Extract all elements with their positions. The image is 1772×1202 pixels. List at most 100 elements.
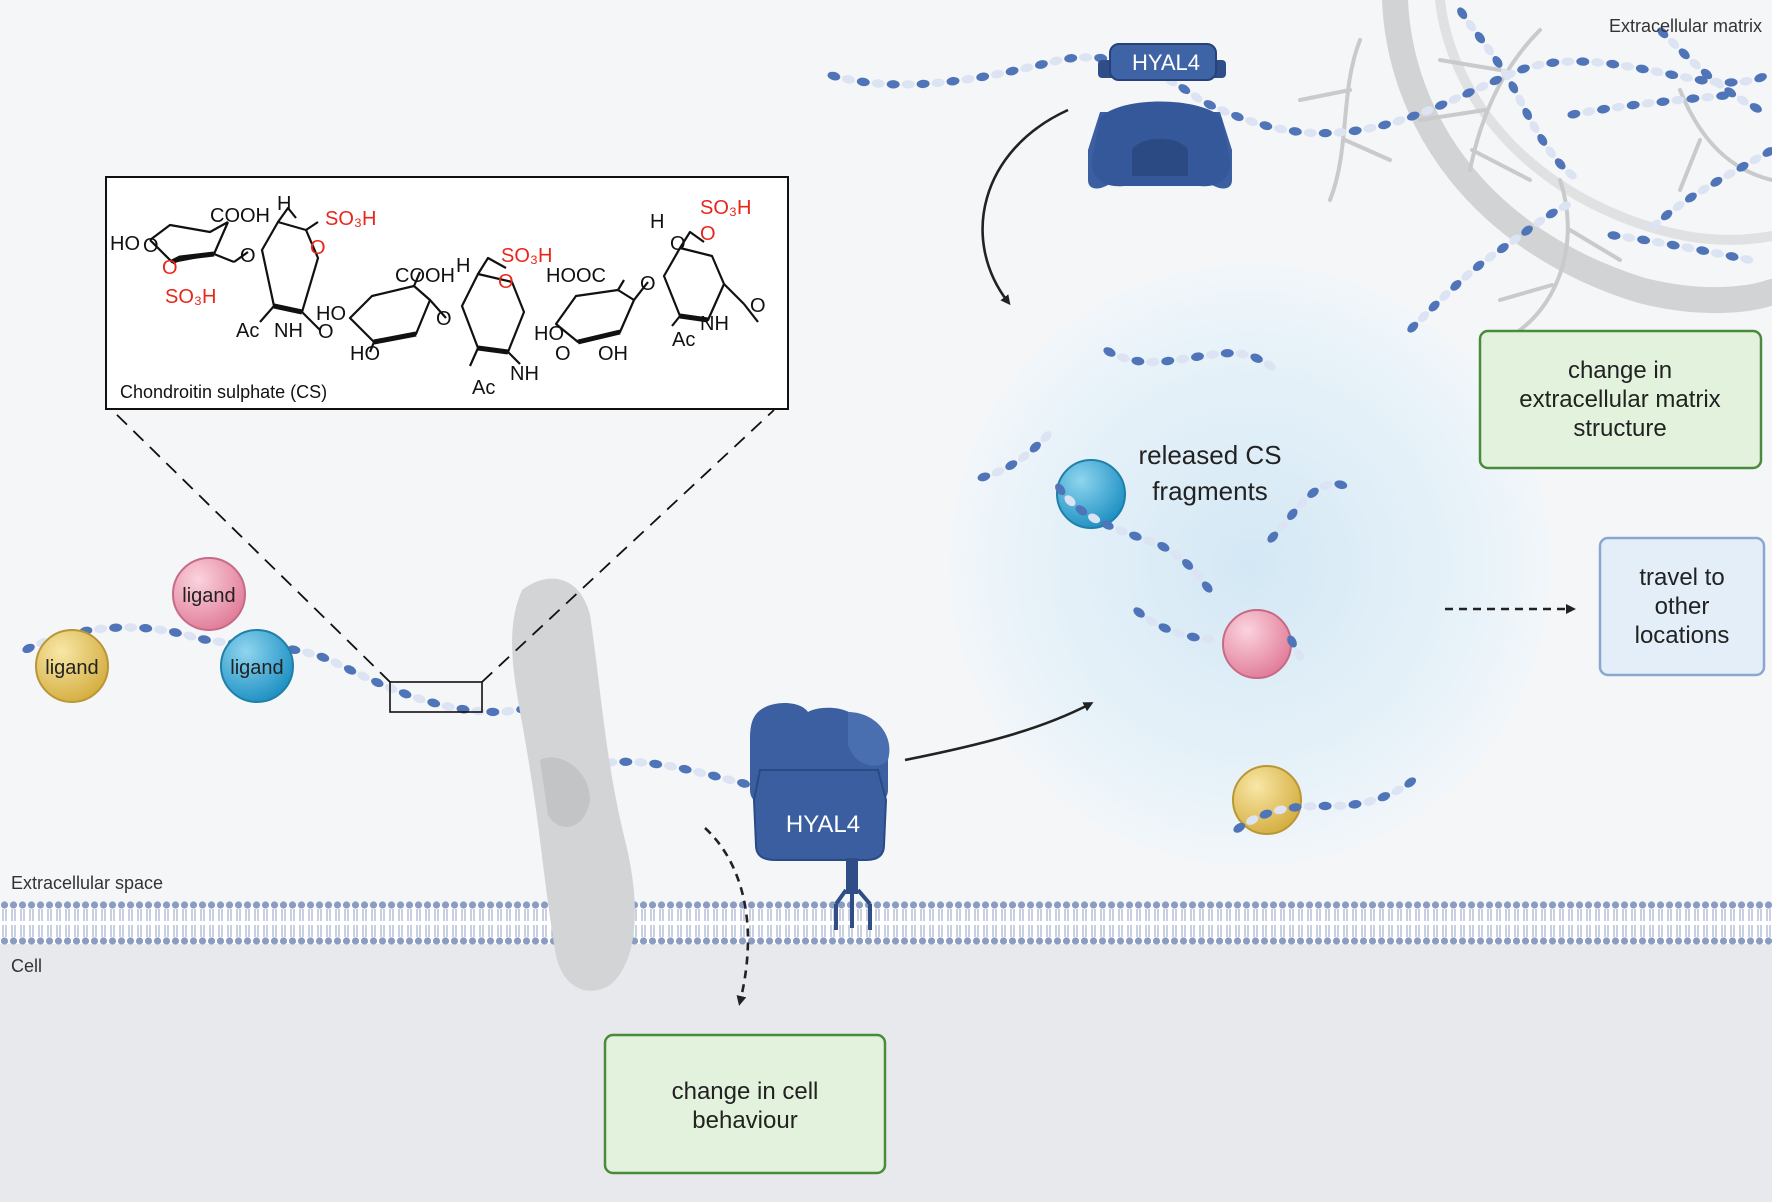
released-fragments-cloud: [950, 265, 1550, 865]
cs-disaccharide-bead: [1529, 120, 1540, 134]
cs-disaccharide-bead: [1259, 809, 1273, 819]
label-o-8: O: [750, 295, 766, 317]
cs-disaccharide-bead: [1020, 63, 1034, 73]
label-h-3: H: [650, 211, 664, 233]
cs-disaccharide-bead: [1465, 19, 1477, 32]
label-so3h-1: SO₃H: [325, 208, 376, 230]
cs-disaccharide-bead: [371, 677, 384, 688]
cs-disaccharide-bead: [1685, 192, 1697, 203]
cs-disaccharide-bead: [1391, 785, 1404, 796]
label-ho-3: HO: [350, 343, 380, 365]
label-o-3: O: [318, 321, 334, 343]
cs-disaccharide-bead: [1457, 7, 1468, 20]
cs-disaccharide-bead: [1641, 99, 1655, 108]
cs-disaccharide-bead: [871, 79, 885, 88]
cs-disaccharide-bead: [486, 707, 500, 717]
cs-disaccharide-bead: [990, 69, 1004, 79]
cs-disaccharide-bead: [708, 771, 721, 781]
cs-disaccharide-bead: [412, 694, 426, 704]
cs-disaccharide-bead: [1660, 209, 1673, 221]
box-travel-line2: other: [1655, 593, 1710, 620]
cs-disaccharide-bead: [1672, 200, 1685, 212]
cs-disaccharide-bead: [1723, 169, 1736, 180]
label-ac-2: Ac: [472, 377, 495, 399]
label-o-red-3: O: [498, 271, 514, 293]
cs-disaccharide-bead: [1621, 62, 1634, 71]
cs-disaccharide-bead: [1348, 800, 1362, 809]
cs-disaccharide-bead: [1657, 27, 1669, 39]
cs-disaccharide-bead: [1101, 520, 1114, 530]
cs-disaccharide-bead: [1288, 803, 1302, 812]
cs-disaccharide-bead: [1005, 66, 1019, 76]
label-so3h-4: SO₃H: [700, 197, 751, 219]
label-nh-3: NH: [700, 313, 729, 335]
cs-disaccharide-bead: [154, 625, 168, 635]
label-o-red-4: O: [700, 223, 716, 245]
cs-disaccharide-bead: [1696, 246, 1710, 255]
label-o-5: O: [555, 343, 571, 365]
cs-disaccharide-bead: [1201, 581, 1213, 593]
cs-disaccharide-bead: [1131, 356, 1145, 366]
cs-disaccharide-bead: [1622, 233, 1636, 242]
cs-disaccharide-bead: [1567, 109, 1581, 119]
cs-disaccharide-bead: [842, 75, 855, 84]
hyal4-membrane-label: HYAL4: [786, 811, 860, 838]
cs-disaccharide-bead: [384, 683, 398, 693]
label-cooh-1: COOH: [210, 205, 270, 227]
cs-disaccharide-bead: [1515, 94, 1526, 107]
cs-disaccharide-bead: [1049, 56, 1063, 66]
cs-disaccharide-bead: [1545, 208, 1558, 219]
cs-disaccharide-bead: [1517, 64, 1530, 74]
cs-disaccharide-bead: [1288, 127, 1302, 136]
label-ho-2: HO: [316, 303, 346, 325]
hyal4-membrane: HYAL4: [750, 703, 890, 930]
ligand-yellow: ligand: [35, 629, 109, 703]
label-o-2: O: [240, 245, 256, 267]
label-h-1: H: [277, 193, 291, 215]
label-nh-2: NH: [510, 363, 539, 385]
cs-disaccharide-bead: [1287, 508, 1298, 520]
cs-disaccharide-bead: [1146, 357, 1160, 367]
cs-disaccharide-bead: [1582, 107, 1596, 116]
cs-disaccharide-bead: [1186, 632, 1200, 642]
cs-disaccharide-bead: [722, 775, 736, 785]
cs-disaccharide-bead: [1476, 82, 1489, 92]
cs-disaccharide-bead: [1736, 161, 1749, 172]
cs-disaccharide-bead: [1637, 235, 1651, 245]
cs-disaccharide-bead: [1273, 805, 1287, 815]
ligand-pink: ligand: [172, 557, 246, 631]
cs-disaccharide-bead: [1407, 321, 1419, 333]
cs-disaccharide-bead: [1712, 78, 1724, 89]
cs-disaccharide-bead: [1521, 225, 1533, 236]
label-ho-4: HO: [534, 323, 564, 345]
label-o-red-1: O: [310, 237, 326, 259]
cs-disaccharide-bead: [1509, 234, 1521, 245]
cs-disaccharide-bead: [1665, 70, 1679, 80]
cs-disaccharide-bead: [109, 623, 123, 632]
cs-disaccharide-bead: [1161, 356, 1175, 366]
cs-disaccharide-bead: [398, 689, 412, 699]
cs-disaccharide-bead: [1333, 801, 1347, 811]
cs-disaccharide-bead: [1565, 169, 1577, 180]
cs-disaccharide-bead: [1220, 348, 1234, 358]
cs-disaccharide-bead: [1170, 549, 1182, 560]
cs-disaccharide-bead: [1439, 290, 1451, 302]
cs-chains-front: [977, 347, 1417, 833]
cs-disaccharide-bead: [1018, 451, 1030, 462]
cs-disaccharide-bead: [1145, 616, 1158, 626]
released-ligand-pink: [1222, 609, 1292, 679]
arrow-membrane-hyal4-to-fragments: [904, 702, 1094, 762]
cs-disaccharide-bead: [330, 658, 343, 669]
cs-disaccharide-bead: [1689, 58, 1701, 70]
label-ac-1: Ac: [236, 320, 259, 342]
cs-disaccharide-bead: [693, 768, 707, 777]
cs-disaccharide-bead: [1462, 88, 1475, 98]
cs-disaccharide-bead: [1749, 103, 1762, 113]
label-o-red-2: O: [162, 257, 178, 279]
cs-disaccharide-bead: [678, 764, 692, 774]
released-label-line2: fragments: [1152, 476, 1268, 506]
region-extracellular-matrix: Extracellular matrix: [1609, 16, 1762, 36]
cs-disaccharide-bead: [991, 467, 1005, 477]
cs-disaccharide-bead: [634, 758, 648, 767]
cs-disaccharide-bead: [1263, 360, 1276, 371]
